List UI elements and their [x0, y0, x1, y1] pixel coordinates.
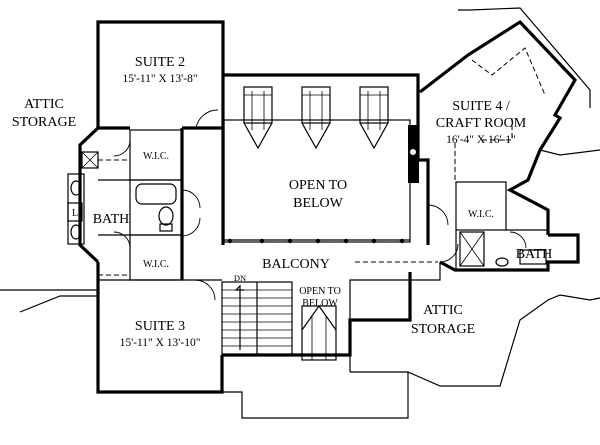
open-below-small-line1: OPEN TO	[299, 286, 341, 297]
bath-right-label: BATH	[516, 247, 553, 262]
suite2-dims: 15'-11" X 13'-8"	[122, 73, 197, 85]
dormer-3	[359, 86, 389, 150]
suite3-dims: 15'-11" X 13'-10"	[120, 337, 201, 349]
suite2-name: SUITE 2	[135, 55, 185, 70]
chimney-flue	[410, 149, 416, 155]
open-below-small-line2: BELOW	[302, 298, 338, 309]
bath-left-label: BATH	[93, 212, 130, 227]
dormer-1	[243, 86, 273, 150]
attic-left-line1: ATTIC	[24, 97, 64, 112]
dashed-lines	[98, 47, 546, 276]
attic-right-line2: STORAGE	[411, 322, 475, 337]
stair-dn-label: DN	[234, 273, 246, 283]
right-bath-fixtures	[495, 249, 547, 267]
wic-right-label: W.I.C.	[468, 209, 494, 220]
wic-bottom-label: W.I.C.	[143, 259, 169, 270]
wic-top-label: W.I.C.	[143, 151, 169, 162]
left-bath-fixtures	[67, 151, 177, 245]
suite4-name: SUITE 4 /	[452, 99, 510, 114]
dormer-2	[301, 86, 331, 150]
door-swings	[113, 109, 527, 301]
linen-label: L	[72, 208, 78, 219]
balcony-label: BALCONY	[262, 257, 330, 272]
roof-outlines	[0, 7, 600, 419]
stairs	[221, 281, 293, 356]
dormer-windows	[243, 86, 389, 361]
open-below-main-line2: BELOW	[293, 196, 344, 211]
open-below-main-line1: OPEN TO	[289, 178, 347, 193]
suite4-name2: CRAFT ROOM	[436, 116, 527, 131]
balcony-railing	[227, 238, 405, 244]
suite3-name: SUITE 3	[135, 319, 185, 334]
dormer-small-open-below	[301, 304, 337, 361]
suite4-dims: 16'-4" X 16'-1"	[446, 134, 516, 146]
attic-right-line1: ATTIC	[423, 303, 463, 318]
attic-left-line2: STORAGE	[12, 115, 76, 130]
